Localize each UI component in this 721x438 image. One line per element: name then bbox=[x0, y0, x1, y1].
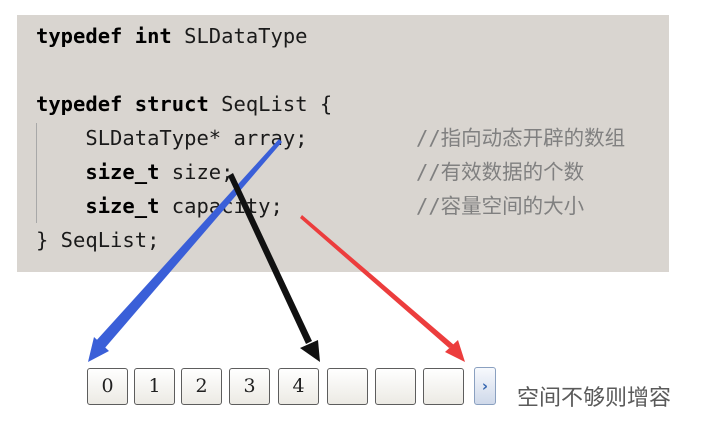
chevron-right-icon: › bbox=[481, 377, 489, 395]
size-field-type: size_t bbox=[85, 160, 160, 184]
array-cell-2: 2 bbox=[181, 368, 222, 405]
code-panel: typedef int SLDataType typedef struct Se… bbox=[17, 15, 669, 272]
array-field-line: SLDataType* array; //指向动态开辟的数组 bbox=[36, 123, 656, 153]
struct-declaration-line: typedef struct SeqList { bbox=[36, 89, 332, 119]
array-cell-6 bbox=[375, 368, 416, 405]
array-cell-7 bbox=[423, 368, 464, 405]
array-field-comment: //指向动态开辟的数组 bbox=[416, 126, 626, 150]
scroll-right-button[interactable]: › bbox=[474, 367, 496, 405]
struct-name: SeqList { bbox=[208, 92, 333, 116]
size-pointer-arrow bbox=[228, 173, 320, 362]
capacity-pointer-arrow bbox=[300, 215, 465, 362]
size-field-line: size_t size; //有效数据的个数 bbox=[36, 157, 656, 187]
keyword-typedef-int: typedef int bbox=[36, 24, 172, 48]
struct-closing-line: } SeqList; bbox=[36, 228, 160, 252]
array-cell-0: 0 bbox=[87, 368, 128, 405]
array-cell-5 bbox=[327, 368, 368, 405]
typedef-int-line: typedef int SLDataType bbox=[36, 21, 308, 51]
typedef-int-name: SLDataType bbox=[171, 24, 308, 48]
array-cell-1: 1 bbox=[134, 368, 175, 405]
keyword-typedef-struct: typedef struct bbox=[36, 92, 209, 116]
array-cell-3: 3 bbox=[229, 368, 270, 405]
expand-caption: 空间不够则增容 bbox=[517, 386, 672, 411]
array-pointer-arrow bbox=[88, 139, 282, 362]
capacity-field-type: size_t bbox=[85, 194, 160, 218]
capacity-field-comment: //容量空间的大小 bbox=[416, 194, 585, 218]
size-field-code: size; bbox=[159, 160, 234, 184]
array-field-code: SLDataType* array; bbox=[36, 126, 308, 150]
size-field-comment: //有效数据的个数 bbox=[416, 160, 585, 184]
indent-guide bbox=[36, 123, 37, 223]
array-cell-4: 4 bbox=[278, 368, 319, 405]
